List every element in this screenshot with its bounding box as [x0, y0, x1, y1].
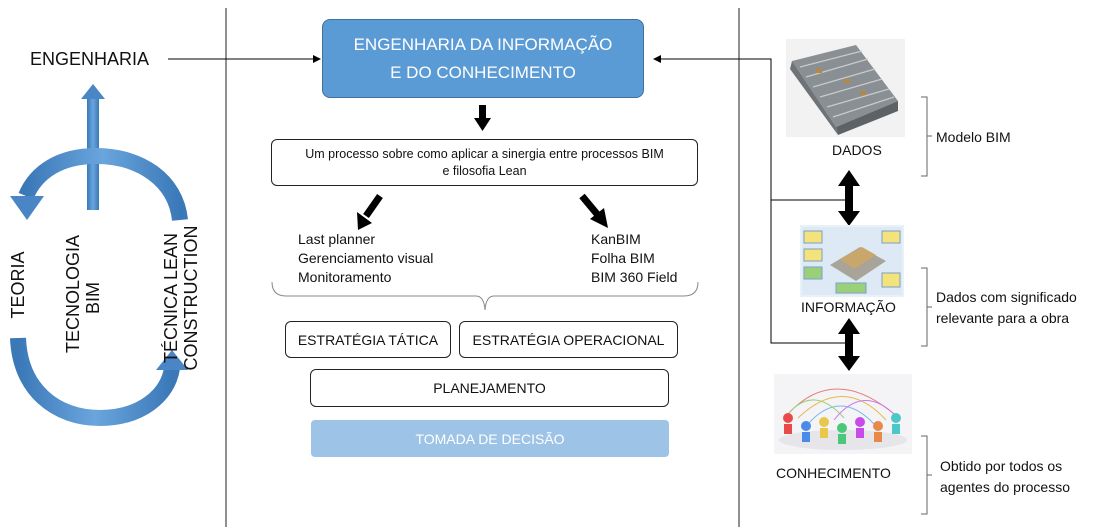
conhecimento-note-line-1: Obtido por todos os	[940, 458, 1063, 474]
list-item: Gerenciamento visual	[298, 250, 434, 266]
process-box: Um processo sobre como aplicar a sinergi…	[271, 139, 698, 186]
bim-model-image	[786, 39, 905, 137]
conhecimento-label: CONHECIMENTO	[776, 465, 891, 481]
list-item: Folha BIM	[591, 250, 655, 266]
down-arrow-main	[474, 105, 491, 131]
people-network-icon	[779, 388, 907, 450]
main-title-box: ENGENHARIA DA INFORMAÇÃO E DO CONHECIMEN…	[322, 19, 644, 98]
double-arrow-info-conh	[838, 318, 860, 371]
dados-label: DADOS	[832, 142, 882, 158]
conhecimento-note-line-2: agentes do processo	[940, 479, 1070, 495]
informacao-label: INFORMAÇÃO	[801, 299, 896, 315]
decision-box: TOMADA DE DECISÃO	[311, 420, 669, 457]
bim-list: KanBIM Folha BIM BIM 360 Field	[591, 230, 677, 287]
process-line-1: Um processo sobre como aplicar a sinergi…	[305, 146, 664, 161]
bracket-dados	[921, 96, 932, 177]
informacao-note-line-2: relevante para a obra	[936, 310, 1070, 326]
information-image	[800, 225, 904, 297]
strategy-tactical-box: ESTRATÉGIA TÁTICA	[285, 321, 451, 358]
informacao-note: Dados com significado relevante para a o…	[936, 287, 1077, 329]
tecnologia-line: TECNOLOGIA	[63, 234, 83, 353]
list-item: Monitoramento	[298, 269, 392, 285]
engenharia-label: ENGENHARIA	[30, 49, 150, 69]
main-title-line-2: E DO CONHECIMENTO	[390, 62, 576, 82]
bim-line: BIM	[83, 282, 103, 315]
building-icon	[790, 45, 898, 135]
knowledge-image	[774, 374, 912, 454]
construction-line: CONSTRUCTION	[181, 225, 201, 371]
list-item: BIM 360 Field	[591, 269, 678, 285]
tecnologia-bim-label: TECNOLOGIA BIM	[63, 234, 107, 353]
strategy-operational-box: ESTRATÉGIA OPERACIONAL	[459, 321, 678, 358]
list-item: Last planner	[298, 231, 376, 247]
tecnica-lean-line: TÉCNICA LEAN	[161, 232, 181, 364]
main-title-line-1: ENGENHARIA DA INFORMAÇÃO	[353, 34, 613, 54]
teoria-label: TEORIA	[8, 251, 28, 319]
dados-note: Modelo BIM	[936, 129, 1011, 145]
cycle-arc-top	[10, 147, 188, 222]
list-item: KanBIM	[591, 231, 641, 247]
double-arrow-dados-info	[838, 170, 860, 226]
lean-list: Last planner Gerenciamento visual Monito…	[298, 230, 433, 287]
planning-box: PLANEJAMENTO	[310, 369, 669, 407]
info-panels-icon	[802, 227, 902, 295]
up-arrow-tecnologia	[81, 84, 105, 210]
diagonal-arrow-right	[579, 193, 608, 228]
conhecimento-note: Obtido por todos os agentes do processo	[940, 456, 1070, 498]
tecnica-lean-label: TÉCNICA LEAN CONSTRUCTION	[161, 223, 205, 373]
informacao-note-line-1: Dados com significado	[936, 289, 1077, 305]
process-line-2: e filosofia Lean	[442, 163, 527, 178]
diagonal-arrow-left	[357, 193, 383, 230]
bracket-informacao	[921, 267, 932, 347]
bracket-conhecimento	[921, 435, 932, 515]
